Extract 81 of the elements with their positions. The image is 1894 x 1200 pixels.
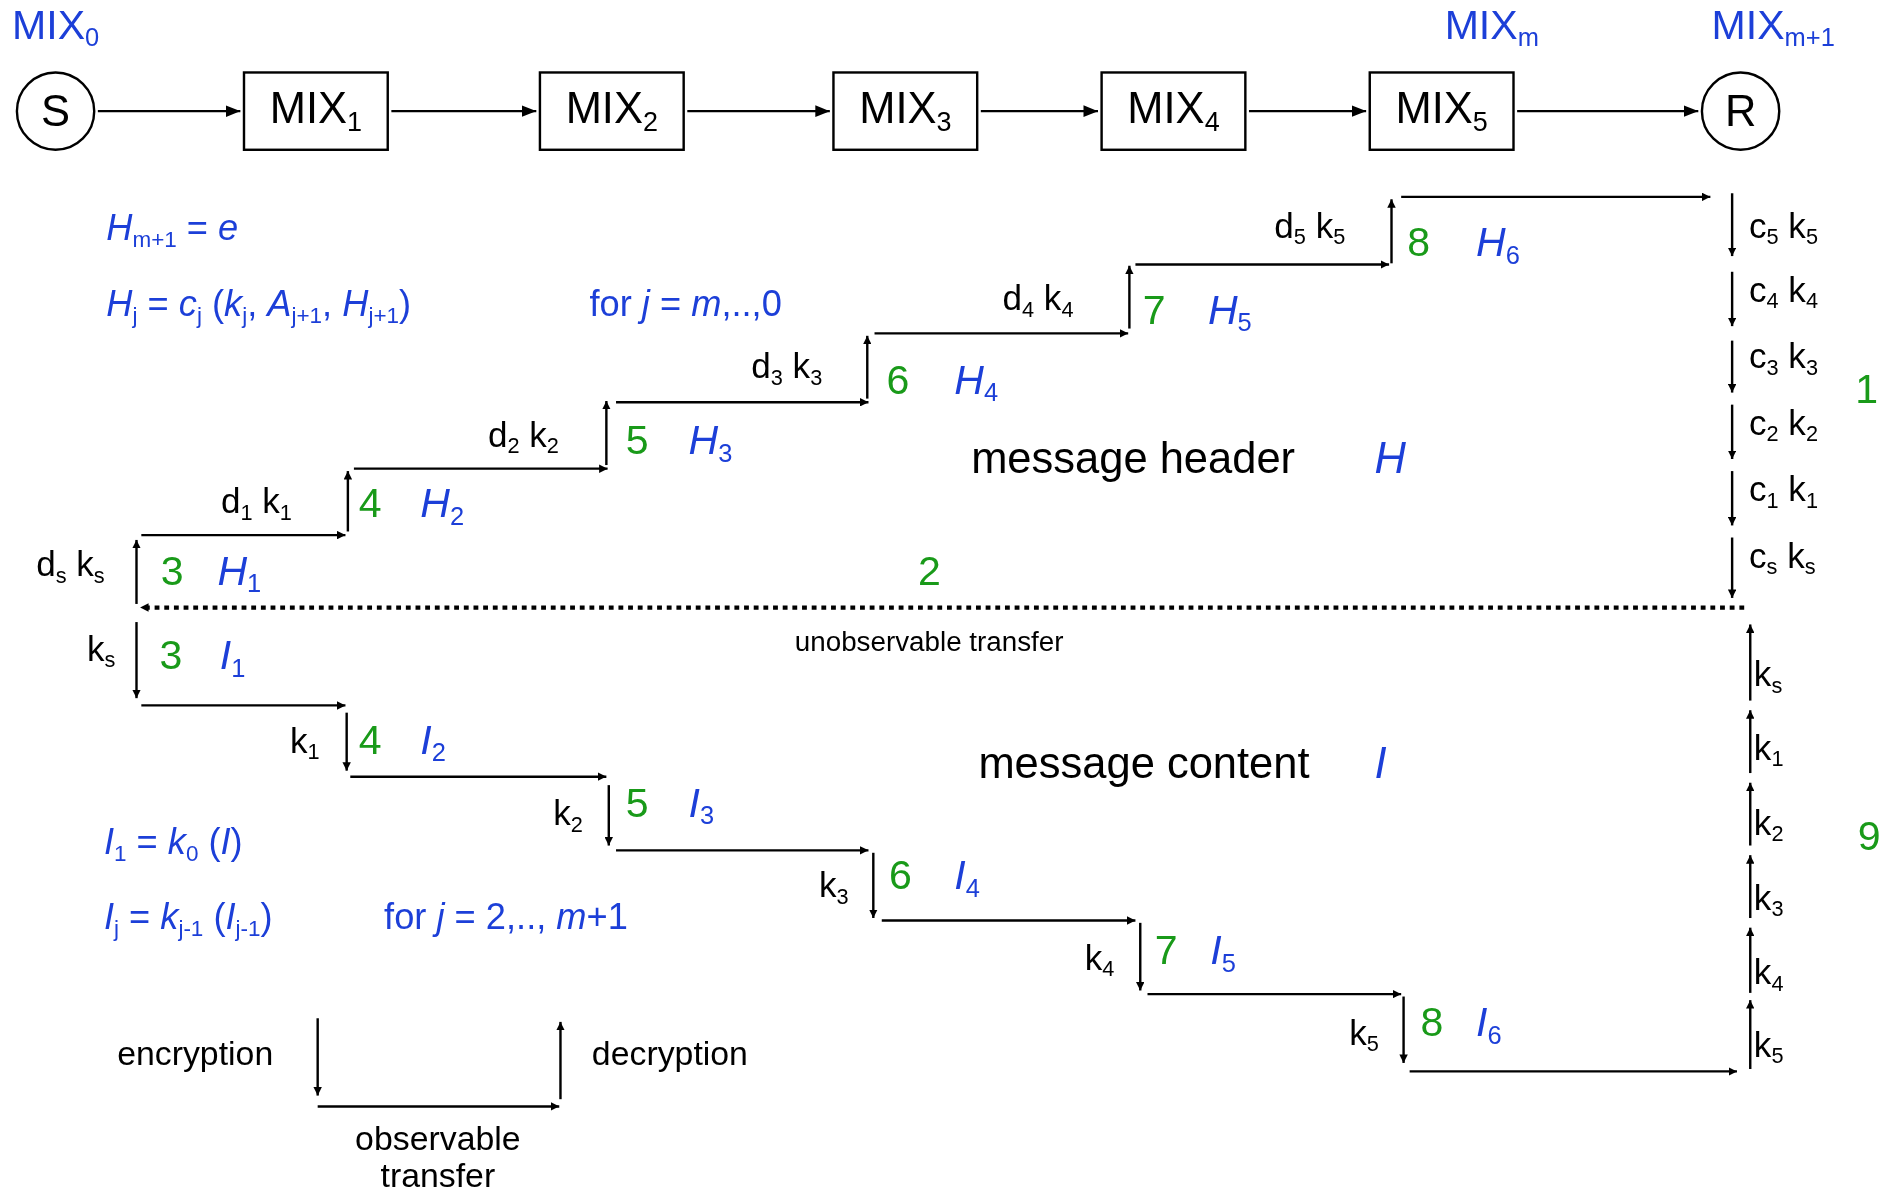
key-label: k$_{5}$	[1349, 1014, 1379, 1058]
step-number: 3	[159, 632, 183, 679]
content-symbol: I$_{4}$	[954, 852, 980, 902]
key-label: k$_{4}$	[1753, 954, 1784, 997]
section-title: message header	[971, 434, 1296, 483]
arrow	[97, 105, 241, 117]
header-symbol: H$_{3}$	[688, 417, 733, 467]
process-box: MIX$_{1}$	[242, 71, 389, 151]
key-label: k$_{s}$	[86, 630, 116, 673]
key-label: c$_{2}$ k$_{2}$	[1749, 404, 1818, 448]
key-label: d$_{1}$ k$_{1}$	[221, 483, 292, 526]
node-caption: MIX$_{0}$	[12, 2, 100, 52]
step-number: 3	[160, 548, 184, 594]
transfer-label: unobservable transfer	[794, 626, 1064, 658]
content-symbol: I	[1374, 739, 1387, 788]
formula: I$_{1}$ = k$_{0}$ (I)	[103, 821, 243, 867]
step-number: 4	[358, 480, 382, 526]
step-number: 5	[625, 417, 649, 464]
step-number: 8	[1407, 219, 1431, 265]
arrow	[687, 105, 830, 117]
arrow	[1517, 105, 1699, 117]
key-label: d$_{2}$ k$_{2}$	[488, 416, 559, 460]
key-label: c$_{5}$ k$_{5}$	[1749, 207, 1818, 251]
key-label: c$_{s}$ k$_{s}$	[1749, 537, 1816, 580]
formula: I$_{j}$ = k$_{j-1}$ (I$_{j-1}$)	[103, 896, 273, 941]
formula: for j = 2,.., m+1	[384, 896, 628, 937]
step-number: 7	[1142, 287, 1166, 333]
legend-label: observable transfer	[354, 1120, 522, 1196]
step-number: 6	[889, 852, 912, 898]
key-label: k$_{4}$	[1084, 939, 1115, 983]
header-symbol: H$_{1}$	[217, 548, 262, 598]
header-symbol: H$_{5}$	[1207, 287, 1252, 337]
process-box: MIX$_{2}$	[538, 71, 685, 151]
content-symbol: I$_{6}$	[1476, 1000, 1502, 1050]
key-label: k$_{2}$	[553, 794, 583, 838]
arrow	[1248, 105, 1367, 117]
step-number: 7	[1154, 927, 1178, 973]
content-symbol: I$_{5}$	[1210, 927, 1236, 977]
step-number: 2	[918, 548, 941, 594]
step-number: 6	[886, 357, 910, 403]
header-symbol: H	[1374, 434, 1406, 483]
key-label: c$_{1}$ k$_{1}$	[1749, 471, 1818, 514]
key-label: d$_{3}$ k$_{3}$	[751, 347, 823, 391]
process-box: MIX$_{4}$	[1100, 71, 1247, 151]
node-circle: S	[15, 71, 96, 151]
key-label: c$_{4}$ k$_{4}$	[1749, 271, 1818, 315]
key-label: k$_{3}$	[1753, 879, 1784, 922]
step-number: 1	[1855, 367, 1879, 413]
node-circle: R	[1700, 71, 1781, 151]
key-label: d$_{4}$ k$_{4}$	[1002, 280, 1074, 323]
legend-label: encryption	[117, 1036, 274, 1074]
step-number: 8	[1420, 1000, 1444, 1046]
node-caption: MIX$_{m}$	[1444, 2, 1539, 52]
node-caption: MIX$_{m+1}$	[1711, 2, 1835, 52]
section-title: message content	[978, 739, 1310, 788]
header-symbol: H$_{6}$	[1476, 219, 1520, 269]
step-number: 9	[1857, 814, 1881, 860]
content-symbol: I$_{2}$	[420, 717, 446, 767]
process-box: MIX$_{3}$	[832, 71, 979, 151]
step-number: 5	[625, 780, 649, 826]
key-label: d$_{s}$ k$_{s}$	[36, 545, 105, 589]
key-label: k$_{s}$	[1753, 655, 1783, 699]
arrow	[980, 105, 1098, 117]
key-label: k$_{3}$	[818, 867, 849, 910]
step-number: 4	[358, 717, 382, 763]
formula: H$_{j}$ = c$_{j}$ (k$_{j}$, A$_{j+1}$, H$_{j+1}$)	[106, 283, 412, 329]
key-label: d$_{5}$ k$_{5}$	[1274, 207, 1346, 251]
key-label: c$_{3}$ k$_{3}$	[1749, 338, 1818, 381]
formula: H$_{m+1}$ = e	[106, 207, 239, 253]
header-symbol: H$_{4}$	[954, 357, 999, 407]
key-label: k$_{5}$	[1753, 1026, 1784, 1070]
process-box: MIX$_{5}$	[1368, 71, 1515, 151]
content-symbol: I$_{3}$	[688, 780, 715, 830]
key-label: k$_{2}$	[1753, 804, 1784, 847]
key-label: k$_{1}$	[1753, 729, 1784, 773]
formula: for j = m,..,0	[589, 283, 782, 324]
legend-label: decryption	[591, 1036, 748, 1074]
header-symbol: H$_{2}$	[420, 480, 465, 530]
arrow	[391, 105, 537, 117]
key-label: k$_{1}$	[289, 722, 320, 765]
header-symbol: I$_{1}$	[219, 632, 246, 682]
